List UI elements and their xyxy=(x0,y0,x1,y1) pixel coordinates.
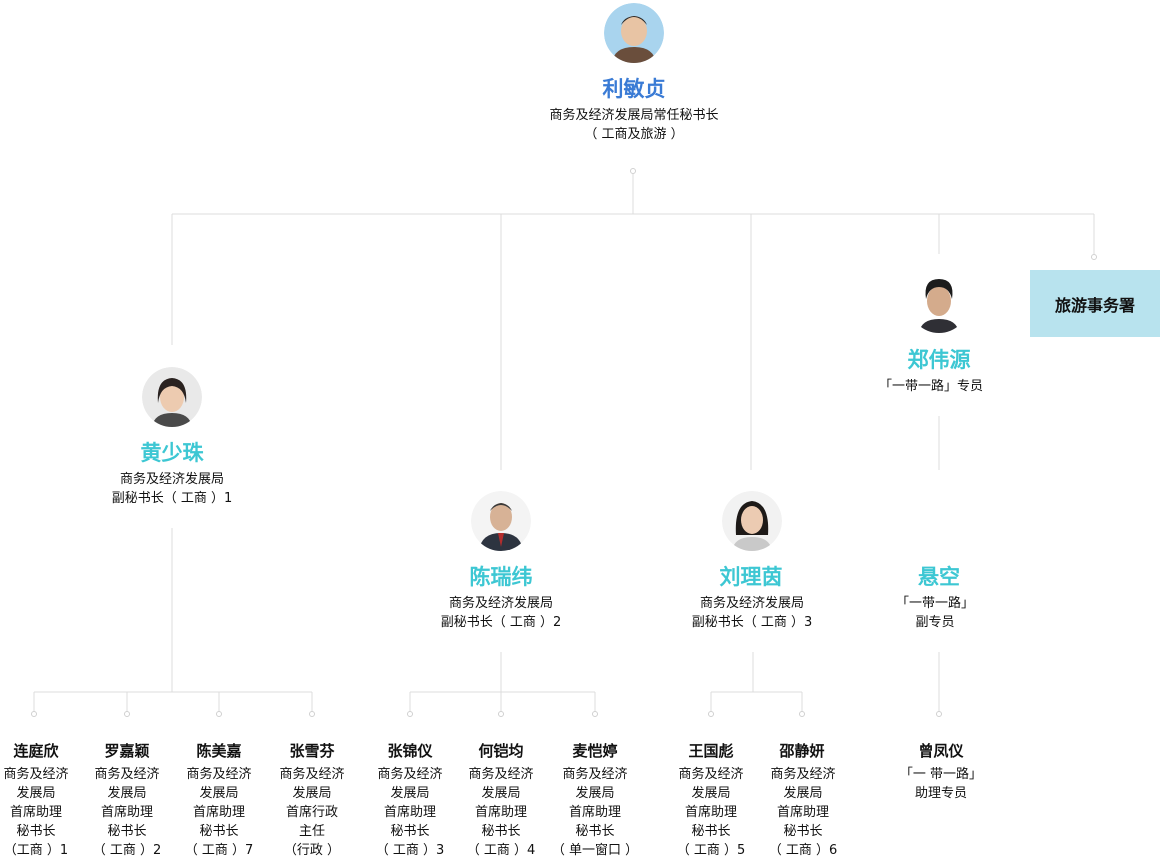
deputy-title-zheng: 「一带一路」专员 xyxy=(878,379,983,394)
staff-title: 商务及经济 发展局 首席行政 主任 （行政 ） xyxy=(279,767,345,858)
deputy-name-vacant: 悬空 xyxy=(918,565,960,589)
staff-title: 商务及经济 发展局 首席助理 秘书长 （ 单一窗口 ） xyxy=(551,767,639,858)
avatar-top xyxy=(604,3,664,63)
deputy-name-zheng: 郑伟源 xyxy=(907,348,971,372)
staff-name: 何铠均 xyxy=(478,742,524,760)
staff-title: 商务及经济 发展局 首席助理 秘书长 （工商 ）1 xyxy=(3,767,69,858)
tourism-commission-label: 旅游事务署 xyxy=(1054,295,1135,315)
deputy-name-liu: 刘理茵 xyxy=(719,565,783,589)
staff-title: 商务及经济 发展局 首席助理 秘书长 （ 工商 ）7 xyxy=(184,767,254,858)
avatar-huang xyxy=(142,367,202,427)
staff-title: 商务及经济 发展局 首席助理 秘书长 （ 工商 ）4 xyxy=(466,767,536,858)
staff-name: 罗嘉颖 xyxy=(104,742,150,760)
staff-name: 张锦仪 xyxy=(387,742,433,760)
deputy-title-liu: 商务及经济发展局 副秘书长（ 工商 ）3 xyxy=(691,596,813,630)
top-title: 商务及经济发展局常任秘书长 （ 工商及旅游 ） xyxy=(549,108,719,142)
staff-title: 商务及经济 发展局 首席助理 秘书长 （ 工商 ）6 xyxy=(768,767,838,858)
top-name: 利敏贞 xyxy=(602,77,666,101)
staff-name: 连庭欣 xyxy=(13,742,59,760)
staff-name: 麦恺婷 xyxy=(572,742,618,760)
staff-title: 商务及经济 发展局 首席助理 秘书长 （ 工商 ）3 xyxy=(375,767,445,858)
staff-title: 商务及经济 发展局 首席助理 秘书长 （ 工商 ）2 xyxy=(92,767,162,858)
staff-name: 邵静妍 xyxy=(779,742,825,760)
staff-name: 曾凤仪 xyxy=(918,742,964,760)
staff-name: 王国彪 xyxy=(688,742,734,760)
staff-name: 张雪芬 xyxy=(289,742,335,760)
avatar-zheng xyxy=(909,273,969,333)
avatar-chen xyxy=(471,491,531,551)
staff-title: 商务及经济 发展局 首席助理 秘书长 （ 工商 ）5 xyxy=(676,767,746,858)
avatar-liu xyxy=(722,491,782,551)
deputy-title-chen: 商务及经济发展局 副秘书长（ 工商 ）2 xyxy=(440,596,562,630)
staff-title: 「一 带一路」 助理专员 xyxy=(899,767,983,801)
deputy-title-vacant: 「一带一路」 副专员 xyxy=(895,596,974,630)
deputy-title-huang: 商务及经济发展局 副秘书长（ 工商 ）1 xyxy=(111,472,233,506)
staff-name: 陈美嘉 xyxy=(196,742,242,760)
tourism-commission-box[interactable]: 旅游事务署 xyxy=(1030,270,1160,337)
deputy-name-huang: 黄少珠 xyxy=(140,441,204,465)
deputy-name-chen: 陈瑞纬 xyxy=(469,565,533,589)
